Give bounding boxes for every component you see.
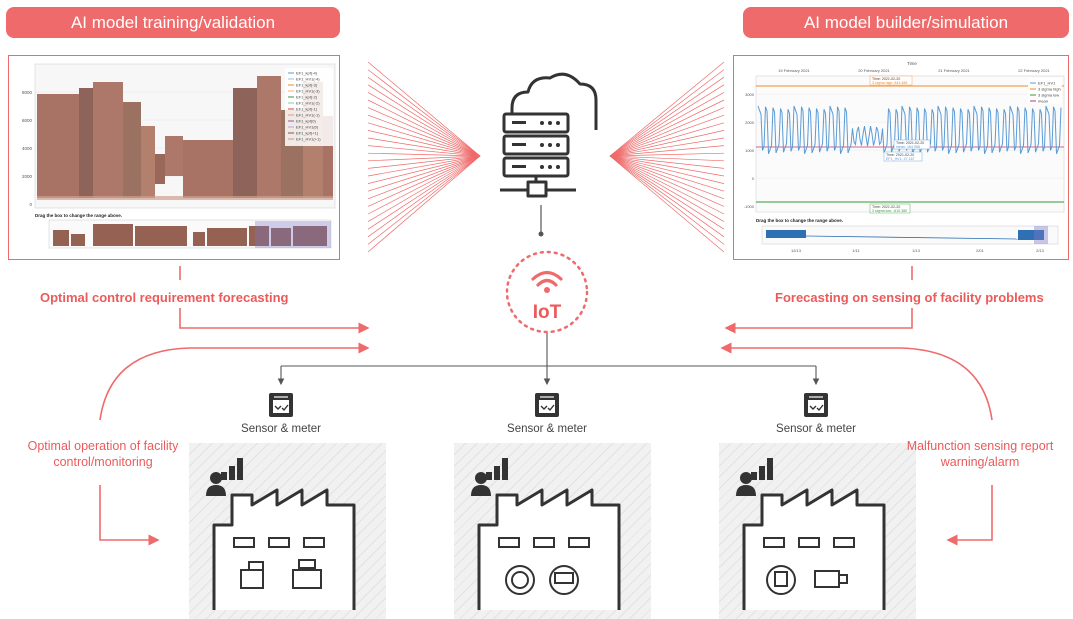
right-feedback-arrow	[720, 342, 993, 421]
right-forecast-arrow	[724, 308, 913, 334]
control-monitoring-line1: Optimal operation of facility	[27, 439, 179, 453]
tooltip-value: 3 sigma high: 843.486	[872, 81, 907, 85]
builder-banner: AI model builder/simulation	[743, 7, 1069, 38]
simulation-date-label: 22 February 2021	[1018, 68, 1050, 73]
factory-icon	[736, 458, 886, 610]
tooltip-time: Time: 2021-02-20	[872, 205, 900, 209]
forecast-caption-left: Optimal control requirement forecasting	[40, 290, 289, 305]
simulation-date-label: 21 February 2021	[938, 68, 970, 73]
training-ytick: 6000	[22, 118, 33, 123]
sensor-meter-label-2: Sensor & meter	[507, 423, 587, 435]
simulation-range-window[interactable]	[1034, 226, 1048, 244]
simulation-legend-item: mean	[1038, 99, 1048, 104]
training-ytick: 2000	[22, 174, 33, 179]
equipment-icon	[240, 559, 322, 589]
training-legend-item: EF1_kpf(-3)	[296, 82, 318, 87]
sensor-meter-icon	[269, 393, 293, 417]
training-legend-item: EF1_kpf(-4)	[296, 70, 318, 75]
factory-icon	[471, 458, 621, 610]
tooltip-time: Time: 2021-02-20	[886, 153, 914, 157]
training-legend-item: EF1_HV1(+1)	[296, 136, 321, 141]
simulation-ytick: 1000	[745, 148, 755, 153]
training-range-hint: Drag the box to change the range above.	[35, 213, 122, 218]
simulation-ytick: -1000	[744, 204, 755, 209]
simulation-legend-item: EF1_HV1	[1038, 81, 1056, 86]
sensor-meter-label-3: Sensor & meter	[776, 423, 856, 435]
worker-signal-icon	[206, 458, 243, 496]
simulation-legend	[1028, 78, 1062, 104]
sensor-meter-label-1: Sensor & meter	[241, 423, 321, 435]
simulation-legend-item: 3 sigma high	[1038, 87, 1061, 92]
malfunction-line1: Malfunction sensing report	[906, 439, 1054, 453]
tooltip-value: mean: 164.956	[896, 145, 920, 149]
sensor-meter-icon	[535, 393, 559, 417]
worker-signal-icon	[736, 458, 773, 496]
simulation-ytick: 3000	[745, 92, 755, 97]
tooltip-time: Time: 2021-02-20	[872, 77, 900, 81]
equipment-icon	[505, 565, 579, 595]
simulation-legend-item: 3 sigma low	[1038, 93, 1059, 98]
training-legend-item: EF1_kpf(+1)	[296, 130, 319, 135]
training-legend-item: EF1_HV1(-1)	[296, 112, 320, 117]
right-alarm-arrow	[946, 485, 993, 546]
factory-icon	[206, 458, 356, 610]
simulation-range-tick: 1/13	[912, 248, 921, 253]
simulation-range-selector[interactable]	[761, 225, 1059, 245]
simulation-ytick: 2000	[745, 120, 755, 125]
wifi-icon	[531, 270, 563, 287]
simulation-ytick: 0	[752, 176, 755, 181]
worker-signal-icon	[471, 458, 508, 496]
tooltip-value: EF1_HV1: 47.167	[886, 157, 915, 161]
sensor-network-lines	[277, 333, 820, 386]
training-ytick: 4000	[22, 146, 33, 151]
malfunction-line2: warning/alarm	[940, 455, 1020, 469]
training-legend-item: EF1_HV1(-4)	[296, 76, 320, 81]
training-banner: AI model training/validation	[6, 7, 340, 38]
training-legend-item: EF1_HV1(-2)	[296, 100, 320, 105]
control-monitoring-label: Optimal operation of facility control/mo…	[18, 438, 188, 470]
training-chart: 8000 6000 4000 2000 0 EF1_kpf(-4)EF1_HV1…	[22, 63, 336, 249]
training-legend-item: EF1_HV1(-3)	[296, 88, 320, 93]
simulation-range-tick: 12/13	[791, 248, 802, 253]
training-legend-item: EF1_kpf(-2)	[296, 94, 318, 99]
training-range-window[interactable]	[255, 221, 331, 248]
tooltip-value: 3 sigma low: -610.380	[872, 209, 907, 213]
ef1-hv1-series	[757, 105, 1062, 154]
simulation-chart-title: Time	[907, 61, 917, 66]
left-control-arrow	[99, 485, 160, 546]
equipment-icon	[766, 565, 848, 595]
iot-hub	[505, 250, 589, 334]
simulation-range-tick: 2/13	[1036, 248, 1045, 253]
simulation-range-tick: 1/11	[852, 248, 860, 253]
data-flow-fan-right	[609, 61, 725, 253]
left-forecast-arrow	[179, 308, 370, 334]
simulation-chart-panel: Time 19 February 2021 20 February 2021 2…	[733, 55, 1069, 260]
data-flow-fan-left	[367, 61, 481, 253]
training-legend-item: EF1_HV1(0)	[296, 124, 319, 129]
simulation-date-label: 19 February 2021	[778, 68, 810, 73]
training-legend-item: EF1_kpf(-1)	[296, 106, 318, 111]
control-monitoring-line2: control/monitoring	[53, 455, 153, 469]
malfunction-label: Malfunction sensing report warning/alarm	[900, 438, 1060, 470]
training-chart-panel: 8000 6000 4000 2000 0 EF1_kpf(-4)EF1_HV1…	[8, 55, 340, 260]
tooltip-time: Time: 2021-02-20	[896, 141, 924, 145]
simulation-date-label: 20 February 2021	[858, 68, 890, 73]
simulation-chart: Time 19 February 2021 20 February 2021 2…	[744, 61, 1065, 253]
training-ytick: 8000	[22, 90, 33, 95]
iot-label: IoT	[532, 302, 562, 323]
simulation-range-tick: 2/01	[976, 248, 985, 253]
training-legend-item: EF1_kpf(0)	[296, 118, 316, 123]
simulation-range-hint: Drag the box to change the range above.	[756, 218, 843, 223]
cloud-server-icon	[500, 72, 598, 198]
forecast-caption-right: Forecasting on sensing of facility probl…	[775, 290, 1044, 305]
training-ytick: 0	[29, 202, 32, 207]
left-feedback-arrow	[99, 342, 370, 421]
sensor-meter-icon	[804, 393, 828, 417]
